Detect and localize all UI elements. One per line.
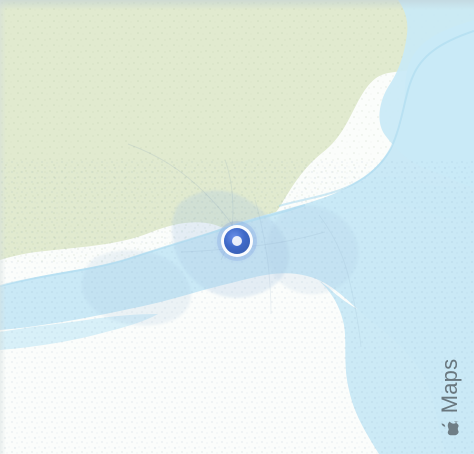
maps-attribution[interactable]: Maps [431, 346, 469, 448]
urban-cluster-west [81, 250, 192, 326]
faint-road-3 [180, 231, 326, 253]
urban-cluster-east [266, 205, 359, 295]
apple-icon [441, 421, 459, 436]
shoreline-highlight-south [0, 204, 306, 287]
river-upper-branch [379, 0, 474, 188]
faint-road-1 [127, 143, 242, 242]
faint-road-5 [318, 214, 362, 348]
faint-road-4 [254, 199, 272, 315]
location-marker-core [232, 236, 242, 246]
location-marker-icon[interactable] [224, 228, 250, 254]
shoreline-highlight-north [278, 30, 474, 207]
maps-label: Maps [437, 358, 462, 414]
maps-attribution-rotated: Maps [437, 358, 462, 436]
